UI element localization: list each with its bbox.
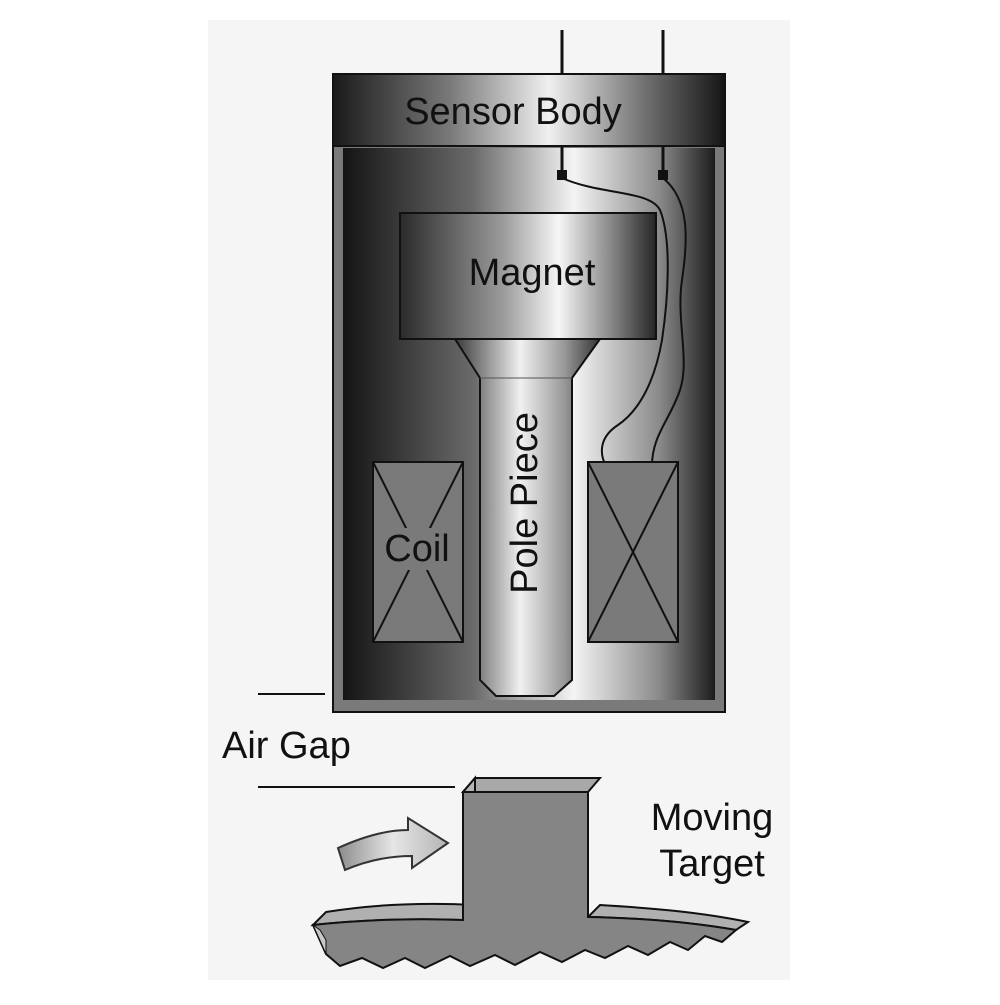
coil-label: Coil — [384, 528, 449, 570]
moving-target-label-line1: Moving — [651, 797, 774, 839]
coil-label-backing — [378, 528, 456, 570]
sensor-body-label: Sensor Body — [404, 91, 622, 133]
moving-target — [310, 775, 751, 970]
magnet — [399, 212, 657, 340]
coil-right — [587, 461, 679, 643]
moving-target-label-line2: Target — [659, 843, 765, 885]
air-gap-label: Air Gap — [222, 725, 351, 767]
sensor-body-cap — [332, 73, 726, 147]
magnet-label: Magnet — [469, 252, 596, 294]
internal-wires — [557, 146, 687, 467]
motion-arrow-icon — [336, 816, 450, 872]
pole-piece-label: Pole Piece — [504, 412, 546, 594]
pole-piece — [453, 338, 602, 697]
